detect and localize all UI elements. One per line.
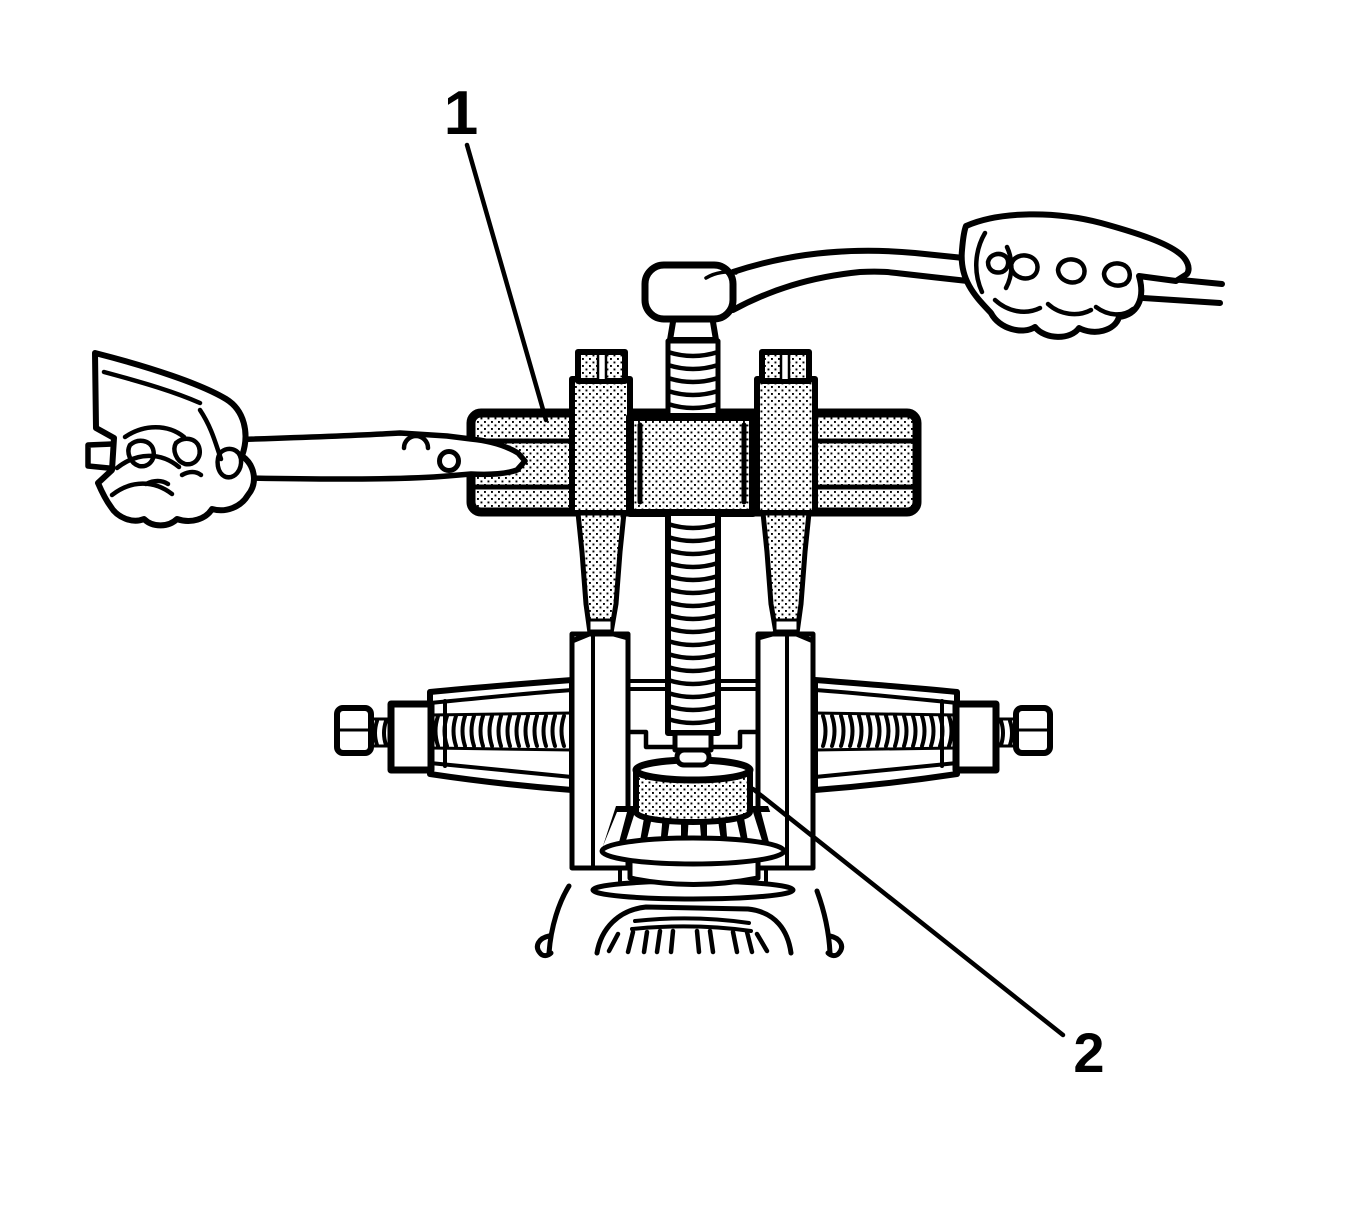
right-hand-fingernails <box>985 251 1132 288</box>
clamp-block-right <box>952 700 1000 774</box>
screw-upper-threads <box>665 349 721 411</box>
puller-leg-right-lower <box>760 510 812 636</box>
screw-lower-threads <box>665 521 721 726</box>
clamp-block-left <box>387 700 435 774</box>
bearing-drum <box>633 767 753 825</box>
puller-leg-left-lower <box>575 510 627 636</box>
pinion-shaft-splines <box>606 928 770 955</box>
callout-1: 1 <box>444 79 549 423</box>
leg-bolt-head-left-facets <box>596 353 608 381</box>
forcing-screw-lower <box>665 510 721 768</box>
leg-bolt-head-left-gap <box>598 355 606 379</box>
housing-left-edge <box>546 883 572 956</box>
left-finger-creases <box>143 469 204 487</box>
pinion-bearing <box>632 756 754 825</box>
callout-2: 2 <box>750 786 1105 1084</box>
crossbar-arm-lines <box>468 438 919 490</box>
screw-tip-square <box>672 730 714 753</box>
left-hand <box>92 350 257 529</box>
callout-2-leader-line <box>750 786 1066 1038</box>
housing-right-foot <box>825 933 845 959</box>
housing-arch <box>594 904 794 956</box>
callout-2-label: 2 <box>1073 1021 1104 1084</box>
left-thumb-nail <box>215 446 244 480</box>
clamp-arm-right <box>812 677 1053 793</box>
wrench-hole <box>437 449 461 473</box>
right-hand-thumb-edge <box>974 230 988 295</box>
clamp-rod-left-threads <box>433 714 566 748</box>
screw-tip-nose <box>674 747 712 768</box>
leg-bolt-head-right-gap <box>781 355 789 379</box>
pinion-shaft-top-lines <box>630 916 753 933</box>
screw-lower-thread-body <box>665 510 721 736</box>
clamp-rod-right-threads <box>821 714 954 748</box>
crossbar-center-hub <box>626 413 757 517</box>
leg-bolt-head-right-facets <box>779 353 791 381</box>
forcing-screw-upper <box>665 313 721 420</box>
puller-leg-left-upper <box>569 376 633 516</box>
right-hand-silhouette <box>958 211 1192 340</box>
clamp-rod-right-edges <box>813 711 1027 752</box>
right-hand-finger-creases <box>992 297 1136 317</box>
left-finger-curls <box>109 425 187 498</box>
puller-foot-right-cap <box>773 618 800 633</box>
puller-foot-left-cap <box>587 618 614 633</box>
cage-rim <box>599 835 787 867</box>
right-hand <box>958 211 1192 340</box>
clamp-rod-left-edges <box>360 711 574 752</box>
left-index-nail <box>126 438 156 469</box>
left-middle-nail <box>172 436 202 467</box>
ratchet-head <box>641 261 737 323</box>
crossbar-hub-slots <box>637 422 747 505</box>
differential-housing <box>534 883 845 959</box>
callout-1-leader-line <box>464 142 549 423</box>
ratchet-head-detail <box>704 270 738 280</box>
puller-leg-right-upper <box>754 376 818 516</box>
wrench-boss <box>401 433 431 451</box>
housing-left-foot <box>534 933 554 959</box>
housing-right-edge <box>814 888 833 956</box>
callout-1-label: 1 <box>444 79 478 148</box>
left-forearm-inner-line <box>101 369 203 406</box>
